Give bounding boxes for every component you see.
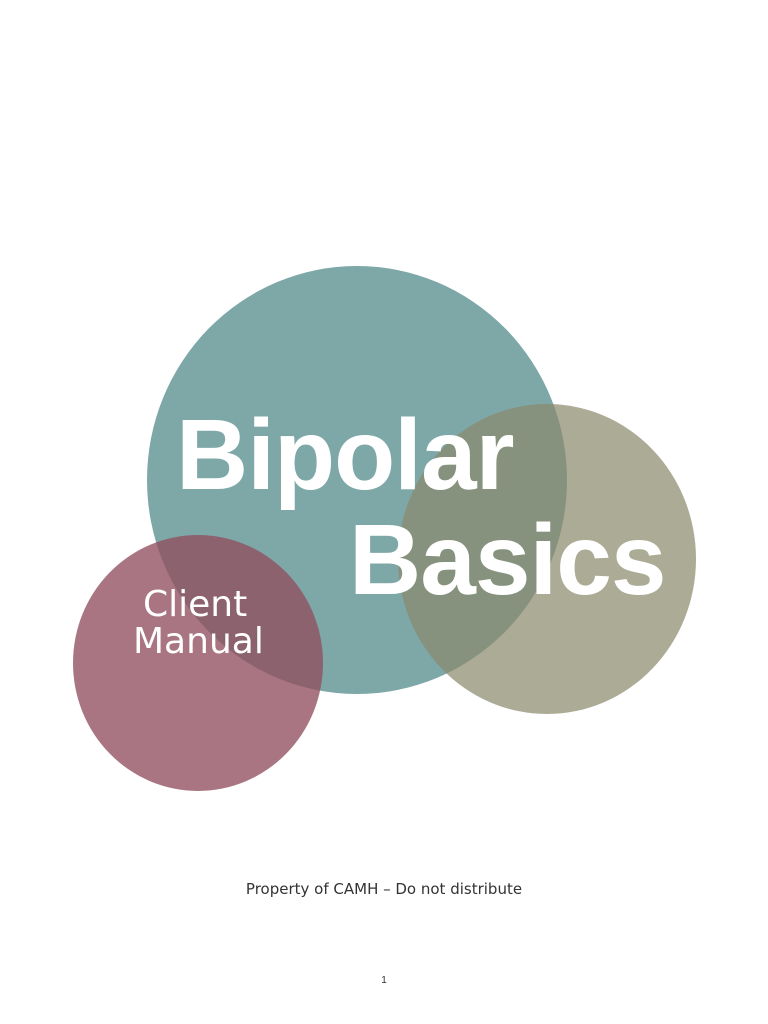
page-number: 1 xyxy=(381,975,387,986)
title-line-2: Basics xyxy=(349,504,666,616)
subtitle-line-2: Manual xyxy=(133,621,264,662)
subtitle-line-1: Client xyxy=(143,584,248,625)
distribution-notice: Property of CAMH – Do not distribute xyxy=(245,880,523,898)
olive-circle xyxy=(398,404,696,714)
mauve-circle xyxy=(73,535,323,791)
title-line-1: Bipolar xyxy=(176,399,514,511)
